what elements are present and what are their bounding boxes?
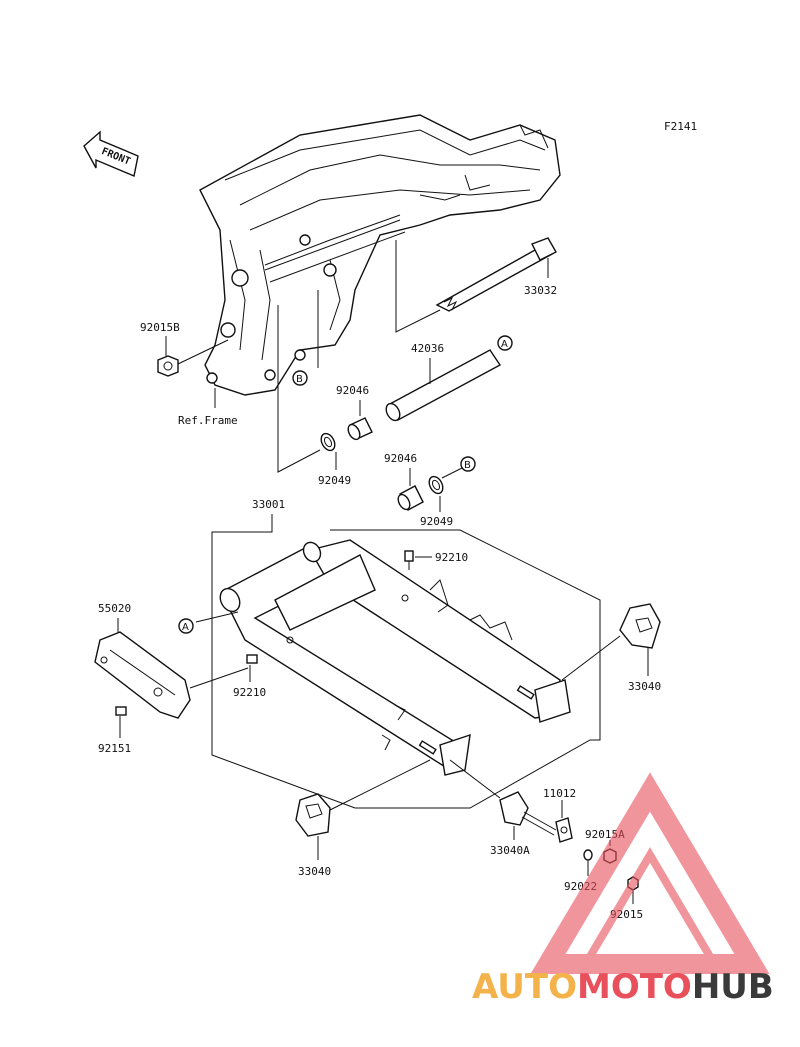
watermark-auto: AUTO	[472, 967, 577, 1007]
label-33032: 33032	[524, 284, 557, 297]
adjuster-33040-right	[619, 603, 661, 649]
pivot-bolt-33032	[435, 237, 557, 312]
main-frame	[199, 114, 561, 396]
ref-frame-label: Ref.Frame	[178, 414, 238, 427]
watermark-logo-icon	[530, 772, 770, 974]
callout-b-top: B	[296, 374, 303, 385]
watermark-hub: HUB	[692, 967, 774, 1007]
label-92210-left: 92210	[233, 686, 266, 699]
label-33040-bottom: 33040	[298, 865, 331, 878]
label-33040-right: 33040	[628, 680, 661, 693]
screw-92210-top	[404, 550, 414, 570]
callout-b-mid: B	[464, 460, 471, 471]
sleeve-42036	[385, 349, 502, 422]
label-92049-top: 92049	[318, 474, 351, 487]
label-92151: 92151	[98, 742, 131, 755]
label-92049-mid: 92049	[420, 515, 453, 528]
screw-92210-left	[246, 654, 258, 664]
label-92015b: 92015B	[140, 321, 180, 334]
plate-11012	[555, 817, 573, 843]
bearing-92046-mid	[397, 485, 424, 511]
label-55020: 55020	[98, 602, 131, 615]
label-11012: 11012	[543, 787, 576, 800]
svg-text:AUTOMOTOHUB: AUTOMOTOHUB	[472, 967, 774, 1007]
washer-92022	[583, 849, 593, 861]
nut-92015b	[157, 355, 179, 377]
adjuster-33040-bottom	[295, 793, 331, 837]
seal-92049-top	[320, 432, 336, 452]
label-42036: 42036	[411, 342, 444, 355]
adjuster-bolt-33040a	[499, 791, 557, 836]
watermark-text: AUTOMOTOHUB	[472, 967, 774, 1007]
watermark-moto: MOTO	[577, 967, 692, 1007]
label-33001: 33001	[252, 498, 285, 511]
label-92046-mid: 92046	[384, 452, 417, 465]
chain-slider-55020	[94, 631, 191, 719]
callout-a-top: A	[501, 339, 508, 350]
bearing-92046-top	[347, 417, 373, 441]
label-33040a: 33040A	[490, 844, 530, 857]
figure-code: F2141	[664, 120, 697, 133]
callout-a-left: A	[182, 622, 189, 633]
front-arrow-icon: FRONT	[83, 130, 139, 177]
bolt-92151	[115, 706, 127, 716]
seal-92049-mid	[428, 475, 444, 495]
swingarm-33001	[219, 539, 571, 776]
label-92046-top: 92046	[336, 384, 369, 397]
label-92210-top: 92210	[435, 551, 468, 564]
